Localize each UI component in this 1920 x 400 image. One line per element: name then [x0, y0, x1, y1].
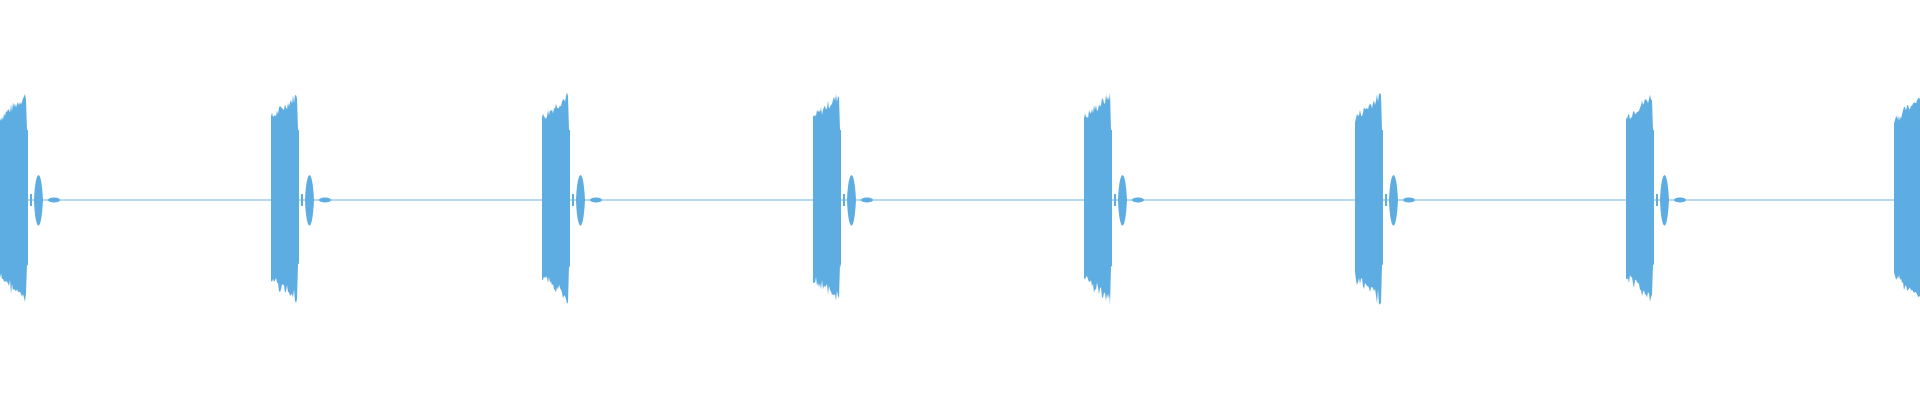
waveform-burst-lobe — [576, 175, 585, 226]
waveform-burst-tail — [861, 197, 873, 203]
waveform-burst-lobe — [847, 175, 856, 226]
waveform-burst-spike — [1114, 194, 1116, 206]
waveform-burst-main — [1355, 93, 1383, 305]
waveform-burst-partial — [1894, 97, 1920, 298]
waveform-burst-spike — [843, 194, 845, 206]
waveform-burst-main — [271, 95, 299, 303]
waveform-burst-spike — [30, 194, 32, 206]
waveform-burst — [0, 94, 60, 302]
waveform-burst-main — [542, 92, 570, 304]
waveform-burst-main — [813, 94, 841, 301]
waveform-burst-tail — [1674, 197, 1686, 203]
waveform-burst-main — [0, 94, 28, 302]
waveform-burst-main — [1626, 94, 1654, 302]
waveform-burst-lobe — [305, 175, 314, 226]
waveform-burst-tail — [1132, 197, 1144, 203]
waveform-burst-main — [1084, 92, 1112, 305]
waveform-burst — [1084, 92, 1144, 305]
waveform-burst-lobe — [1118, 175, 1127, 226]
waveform-burst-tail — [48, 197, 60, 203]
waveform-burst-spike — [301, 194, 303, 206]
waveform-burst-tail — [1403, 197, 1415, 203]
waveform-burst-spike — [1385, 194, 1387, 206]
waveform-burst-spike — [572, 194, 574, 206]
waveform-burst-tail — [319, 197, 331, 203]
waveform-burst — [813, 94, 873, 301]
waveform-burst — [271, 95, 331, 303]
waveform-burst-lobe — [34, 175, 43, 226]
waveform-burst — [542, 92, 602, 304]
waveform-burst-spike — [1656, 194, 1658, 206]
waveform-burst-tail — [590, 197, 602, 203]
waveform-burst-lobe — [1660, 175, 1669, 226]
waveform-burst — [1626, 94, 1686, 302]
waveform-burst-lobe — [1389, 175, 1398, 226]
waveform-burst — [1355, 93, 1415, 305]
waveform-bursts — [0, 92, 1920, 305]
